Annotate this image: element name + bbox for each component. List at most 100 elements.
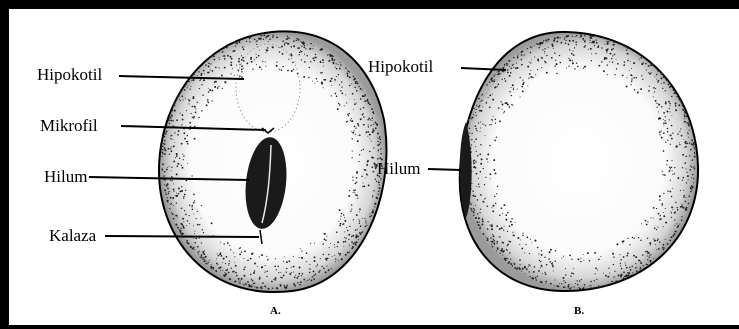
stipple-dot (286, 261, 288, 263)
stipple-dot (199, 224, 200, 225)
stipple-dot (527, 48, 528, 49)
stipple-dot (267, 47, 269, 49)
stipple-dot (639, 59, 640, 60)
stipple-dot (201, 84, 202, 85)
stipple-dot (243, 48, 245, 50)
stipple-dot (333, 63, 335, 65)
stipple-dot (626, 267, 628, 269)
stipple-dot (483, 168, 484, 169)
stipple-dot (502, 242, 504, 244)
stipple-dot (312, 48, 313, 49)
stipple-dot (371, 156, 373, 158)
stipple-dot (286, 272, 287, 273)
stipple-dot (358, 135, 359, 136)
stipple-dot (575, 36, 576, 37)
stipple-dot (331, 268, 332, 269)
stipple-dot (584, 46, 586, 48)
stipple-dot (182, 224, 183, 225)
stipple-dot (182, 218, 184, 220)
stipple-dot (363, 149, 364, 150)
stipple-dot (672, 235, 674, 237)
stipple-dot (355, 82, 357, 84)
stipple-dot (293, 45, 294, 46)
stipple-dot (516, 63, 517, 64)
stipple-dot (694, 152, 695, 153)
stipple-dot (496, 193, 497, 194)
stipple-dot (325, 239, 327, 241)
stipple-dot (662, 174, 663, 175)
stipple-dot (368, 126, 369, 127)
stipple-dot (522, 83, 524, 85)
stipple-dot (476, 130, 477, 131)
stipple-dot (674, 233, 676, 235)
stipple-dot (215, 81, 217, 83)
stipple-dot (351, 118, 352, 119)
stipple-dot (539, 260, 540, 261)
stipple-dot (219, 67, 220, 68)
stipple-dot (206, 104, 208, 106)
stipple-dot (565, 40, 566, 41)
stipple-dot (241, 76, 243, 78)
stipple-dot (250, 57, 252, 59)
stipple-dot (201, 110, 202, 111)
stipple-dot (293, 266, 295, 268)
stipple-dot (625, 265, 626, 266)
stipple-dot (675, 225, 676, 226)
stipple-dot (379, 138, 381, 140)
stipple-dot (281, 69, 283, 71)
stipple-dot (480, 110, 481, 111)
caption-a: A. (270, 305, 281, 317)
stipple-dot (560, 37, 561, 38)
stipple-dot (492, 234, 493, 235)
stipple-dot (504, 111, 505, 112)
stipple-dot (242, 46, 243, 47)
stipple-dot (672, 188, 673, 189)
stipple-dot (379, 143, 380, 144)
stipple-dot (236, 275, 238, 277)
stipple-dot (613, 41, 615, 43)
stipple-dot (486, 237, 487, 238)
stipple-dot (681, 216, 682, 217)
stipple-dot (592, 35, 594, 37)
stipple-dot (323, 254, 324, 255)
stipple-dot (188, 85, 189, 86)
stipple-dot (301, 250, 302, 251)
stipple-dot (692, 174, 693, 175)
stipple-dot (197, 224, 199, 226)
stipple-dot (250, 274, 252, 276)
stipple-dot (225, 263, 226, 264)
stipple-dot (546, 40, 547, 41)
stipple-dot (664, 120, 665, 121)
stipple-dot (545, 62, 546, 63)
stipple-dot (209, 89, 211, 91)
stipple-dot (546, 72, 548, 74)
stipple-dot (478, 183, 479, 184)
stipple-dot (593, 280, 594, 281)
stipple-dot (553, 41, 554, 42)
stipple-dot (265, 52, 266, 53)
stipple-dot (283, 275, 285, 277)
stipple-dot (684, 142, 685, 143)
stipple-dot (477, 221, 479, 223)
stipple-dot (362, 186, 364, 188)
stipple-dot (549, 261, 551, 263)
stipple-dot (372, 195, 373, 196)
stipple-dot (372, 120, 373, 121)
stipple-dot (598, 65, 600, 67)
stipple-dot (265, 287, 266, 288)
stipple-dot (202, 229, 203, 230)
stipple-dot (627, 53, 629, 55)
seed-a (159, 31, 386, 292)
stipple-dot (373, 147, 374, 148)
stipple-dot (670, 211, 671, 212)
stipple-dot (622, 241, 624, 243)
stipple-dot (584, 41, 586, 43)
stipple-dot (485, 135, 486, 136)
stipple-dot (363, 116, 365, 118)
stipple-dot (659, 134, 660, 135)
stipple-dot (491, 225, 493, 227)
stipple-dot (544, 51, 545, 52)
stipple-dot (522, 90, 524, 92)
stipple-dot (372, 196, 373, 197)
stipple-dot (341, 93, 343, 95)
